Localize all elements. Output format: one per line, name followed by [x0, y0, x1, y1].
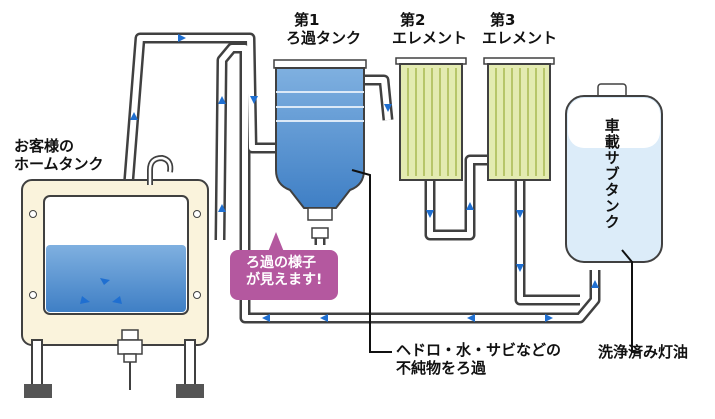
- filter-tank: [273, 59, 367, 239]
- flow-arrows: [80, 34, 599, 322]
- element-3: [483, 57, 555, 181]
- element-3-label: 第3 エレメント: [482, 11, 558, 47]
- callout-text: ろ過の様子 が見えます!: [246, 255, 323, 288]
- element-2: [395, 57, 467, 181]
- element-2-label: 第2 エレメント: [392, 11, 468, 47]
- home-tank-label: お客様の ホームタンク: [14, 137, 104, 173]
- filter-tank-label: 第1 ろ過タンク: [286, 11, 362, 47]
- home-tank-oil: [46, 245, 186, 312]
- sludge-label: ヘドロ・水・サビなどの 不純物をろ過: [396, 341, 562, 377]
- leader-lines: [351, 169, 640, 353]
- home-tank: [21, 154, 209, 398]
- callout-bubble: [230, 232, 338, 300]
- sub-tank: [565, 83, 663, 263]
- clean-oil-label: 洗浄済み灯油: [598, 343, 689, 361]
- sub-tank-label: 車載サブタンク: [602, 118, 621, 230]
